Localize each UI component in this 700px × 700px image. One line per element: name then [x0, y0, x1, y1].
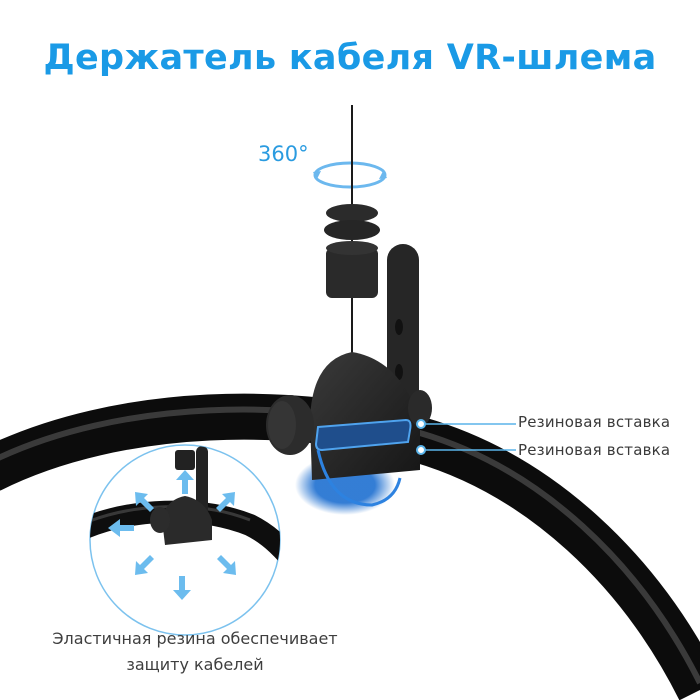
callout-lines — [416, 419, 516, 455]
callout-rubber-insert-top: Резиновая вставка — [518, 413, 671, 431]
cable-stopper — [324, 204, 380, 298]
clip-tab — [387, 244, 419, 414]
caption-line-2: защиту кабелей — [126, 655, 264, 674]
page-title: Держатель кабеля VR-шлема — [43, 38, 657, 78]
rotation-label: 360° — [258, 142, 309, 166]
inset-detail — [89, 444, 281, 636]
caption-line-1: Эластичная резина обеспечивает — [52, 629, 338, 648]
inset-caption: Эластичная резина обеспечивает защиту ка… — [20, 626, 370, 678]
clip-body — [266, 352, 432, 515]
rotate-arrows-icon — [313, 161, 387, 189]
callout-rubber-insert-bottom: Резиновая вставка — [518, 441, 671, 459]
expand-arrows-icon — [108, 470, 236, 600]
